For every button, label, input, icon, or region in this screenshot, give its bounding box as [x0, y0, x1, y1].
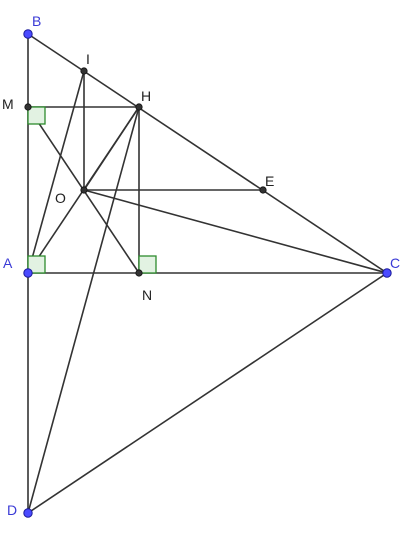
label-m: M	[2, 96, 14, 112]
label-e: E	[265, 173, 274, 189]
right-angle-marker-m	[27, 106, 46, 125]
segment-ho	[83, 106, 140, 191]
point-m[interactable]	[24, 103, 32, 111]
point-c[interactable]	[382, 268, 392, 278]
right-angle-marker-a	[27, 255, 46, 274]
point-e[interactable]	[259, 186, 267, 194]
segment-oc	[83, 189, 388, 274]
label-c: C	[390, 255, 400, 271]
label-b: B	[32, 13, 41, 29]
point-b[interactable]	[23, 29, 33, 39]
point-o[interactable]	[80, 186, 88, 194]
point-i[interactable]	[80, 67, 88, 75]
label-n: N	[142, 287, 152, 303]
segment-hd	[27, 106, 140, 514]
label-h: H	[141, 88, 151, 104]
point-n[interactable]	[135, 269, 143, 277]
right-angle-markers	[27, 106, 157, 274]
points-layer	[23, 29, 392, 518]
label-i: I	[86, 51, 90, 67]
point-a[interactable]	[23, 268, 33, 278]
segment-bc	[27, 33, 388, 274]
segments-layer	[27, 33, 388, 514]
right-angle-marker-n	[138, 255, 157, 274]
point-d[interactable]	[23, 508, 33, 518]
label-a: A	[3, 255, 13, 271]
label-o: O	[55, 190, 66, 206]
labels-layer: B I M H O E A N C D	[2, 13, 400, 518]
label-d: D	[7, 502, 17, 518]
segment-ia	[27, 70, 85, 274]
segment-dc	[27, 272, 388, 514]
point-h[interactable]	[135, 103, 143, 111]
